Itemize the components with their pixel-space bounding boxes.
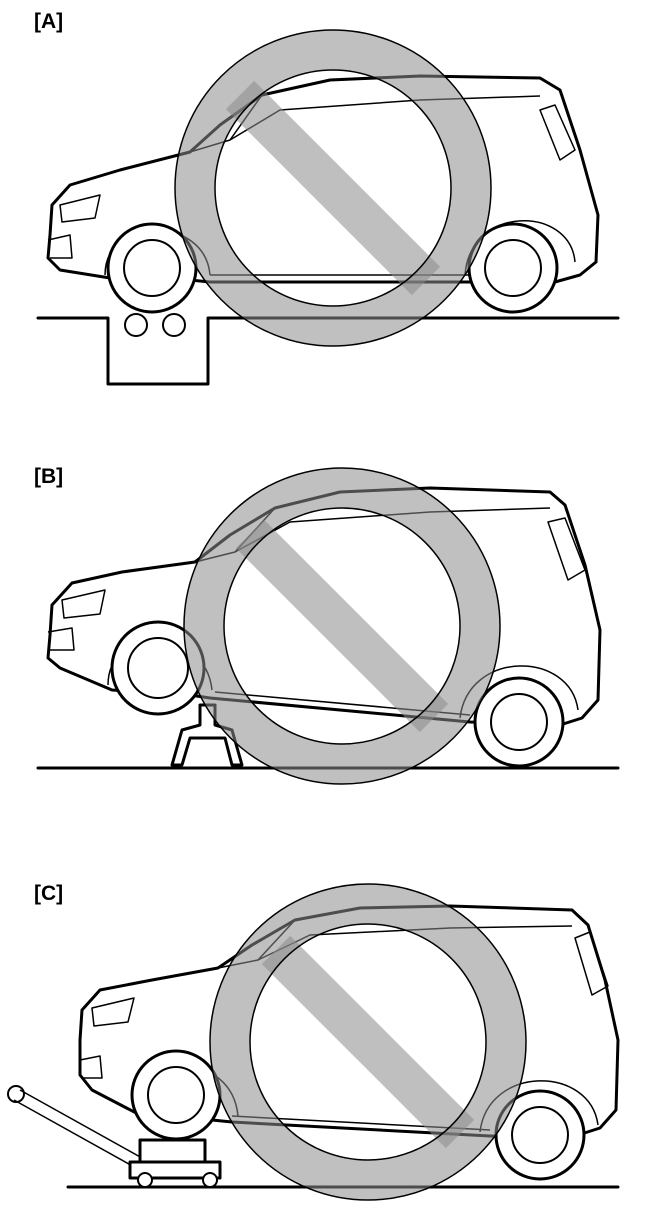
prohibition-icon [183,467,501,785]
floor-jack [7,1085,222,1188]
rear-wheel-rim [490,693,548,751]
panel-b-illustration [36,467,620,785]
front-wheel-rim [127,637,189,699]
prohibition-icon [174,29,492,347]
rear-wheel-rim [511,1106,569,1164]
panel-a-illustration [36,29,620,386]
panel-a: [A] [0,0,659,400]
panel-label-a: [A] [34,10,64,33]
panel-label-b: [B] [34,465,64,488]
front-wheel-rim [123,239,181,297]
prohibition-icon [209,883,527,1201]
panel-c-illustration [7,883,620,1201]
panel-b: [B] [0,400,659,810]
panel-label-c: [C] [34,882,64,905]
front-wheel-rim [147,1066,205,1124]
panel-c: [C] [0,810,659,1213]
rear-wheel-rim [484,239,542,297]
lift-roller [162,313,186,337]
lift-roller [124,313,148,337]
